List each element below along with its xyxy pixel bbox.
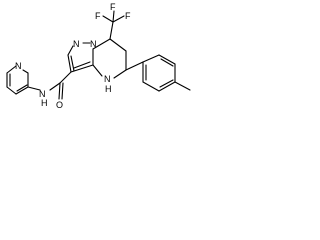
atom-n-pyridine: N [15,61,22,71]
atom-h-amide: H [41,98,48,108]
atom-n-pyrazole-2: N [90,39,97,49]
chemical-structure: N N H O N N N H F F F [6,2,191,110]
atom-o-carbonyl: O [56,100,63,110]
atom-n-amide: N [39,89,46,99]
atom-n-ring: N [104,74,111,84]
bond-lines [6,10,191,100]
atom-n-pyrazole-1: N [73,39,80,49]
atom-f-top: F [110,2,116,12]
atom-f-right: F [125,11,131,21]
atom-h-ring: H [105,84,112,94]
atom-labels: N N H O N N N H F F F [15,2,131,110]
atom-f-left: F [95,11,101,21]
